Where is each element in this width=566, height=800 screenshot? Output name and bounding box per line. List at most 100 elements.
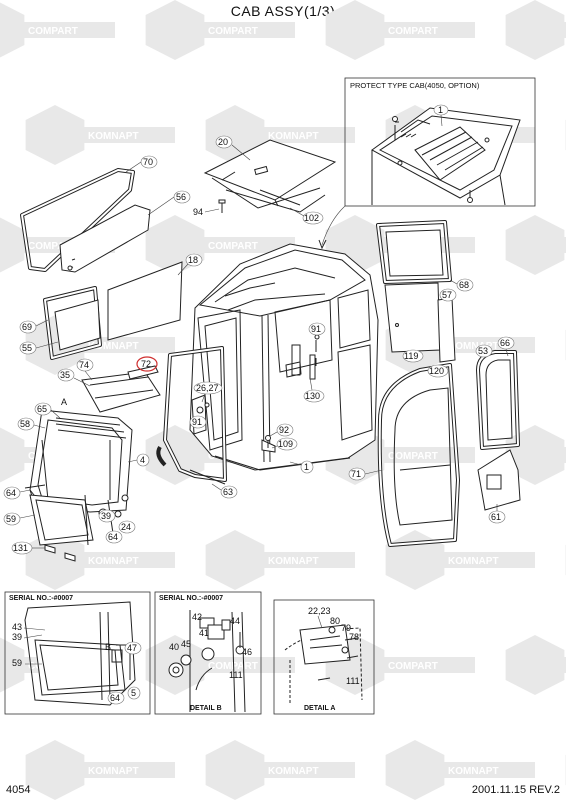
part-label-4: 4 — [140, 455, 145, 465]
page-title: CAB ASSY(1/3) — [230, 3, 336, 19]
serial-detail-box-left: SERIAL NO.:-#0007 43 39 59 B 47 64 5 — [4, 591, 151, 715]
part-label-68: 68 — [459, 280, 469, 290]
detail-label-47: 47 — [127, 643, 137, 653]
detail-label-22-23: 22,23 — [308, 606, 331, 616]
part-label-94: 94 — [193, 207, 203, 217]
part-label-59: 59 — [6, 514, 16, 524]
strip-part-120 — [437, 297, 456, 363]
watermark-tile: COMPART — [505, 425, 566, 485]
part-label-39: 39 — [101, 511, 111, 521]
svg-text:COMPART: COMPART — [208, 661, 258, 672]
detail-label-5: 5 — [131, 688, 136, 698]
svg-text:KOMNAPT: KOMNAPT — [448, 556, 499, 567]
svg-text:COMPART: COMPART — [208, 241, 258, 252]
protect-cab-caption: PROTECT TYPE CAB(4050, OPTION) — [350, 81, 480, 90]
part-72-marker-shape — [127, 365, 159, 380]
part-label-55: 55 — [22, 343, 32, 353]
svg-text:COMPART: COMPART — [388, 661, 438, 672]
part-label-64: 64 — [6, 488, 16, 498]
part-label-57: 57 — [442, 290, 452, 300]
part-label-92: 92 — [279, 425, 289, 435]
part-label-20: 20 — [218, 137, 228, 147]
watermark-tile: COMPART — [505, 0, 566, 60]
cab-frame-part-1 — [189, 243, 379, 471]
part-label-26-27: 26,27 — [196, 383, 219, 393]
part-label-119: 119 — [404, 351, 418, 361]
part-label-71: 71 — [351, 469, 361, 479]
detail-label-42: 42 — [192, 612, 202, 622]
door-part-71 — [377, 363, 460, 547]
detail-a-box: 22,23 80 79 78 111 DETAIL A — [273, 599, 375, 715]
svg-text:KOMNAPT: KOMNAPT — [268, 766, 319, 777]
seal-part-63 — [156, 346, 227, 485]
detail-label-39: 39 — [12, 632, 22, 642]
part-label-66: 66 — [500, 338, 510, 348]
part-label-91b: 91 — [311, 324, 321, 334]
detail-b-caption: DETAIL B — [190, 705, 222, 712]
marker-a: A — [61, 397, 67, 407]
protect-cab-inset: PROTECT TYPE CAB(4050, OPTION) 1 — [344, 77, 536, 207]
detail-label-79: 79 — [341, 623, 351, 633]
watermark-tile: COMPART — [145, 635, 295, 695]
part-label-74: 74 — [79, 360, 89, 370]
part-label-91a: 91 — [192, 417, 202, 427]
detail-label-78: 78 — [349, 632, 359, 642]
glass-part-18 — [107, 261, 183, 341]
watermark-tile: COMPART — [0, 2, 115, 58]
svg-text:COMPART: COMPART — [208, 26, 258, 37]
part-label-109: 109 — [278, 439, 293, 449]
part-label-18: 18 — [188, 255, 198, 265]
svg-text:KOMNAPT: KOMNAPT — [268, 556, 319, 567]
part-label-120: 120 — [429, 366, 444, 376]
part-label-72: 72 — [141, 359, 151, 369]
lower-glass-part-59 — [29, 494, 94, 546]
part-label-35: 35 — [60, 370, 70, 380]
watermark-tile: KOMNAPT — [385, 530, 535, 590]
part-label-130: 130 — [305, 391, 320, 401]
part-label-65: 65 — [37, 404, 47, 414]
watermark-tile: COMPART — [505, 215, 566, 275]
watermark-tile: KOMNAPT — [205, 740, 355, 800]
part-label-64b: 64 — [108, 532, 118, 542]
detail-label-40: 40 — [169, 642, 179, 652]
right-window-part-68 — [376, 220, 452, 284]
svg-text:KOMNAPT: KOMNAPT — [448, 341, 499, 352]
detail-label-80: 80 — [330, 616, 340, 626]
part-label-61: 61 — [491, 512, 501, 522]
part-labels: 70 56 94 20 102 18 69 55 74 — [3, 135, 515, 555]
roof-panel-part-20 — [203, 139, 337, 213]
svg-text:COMPART: COMPART — [28, 26, 78, 37]
svg-text:COMPART: COMPART — [388, 26, 438, 37]
detail-label-45: 45 — [181, 639, 191, 649]
watermark-tile: COMPART — [505, 635, 566, 695]
detail-label-43: 43 — [12, 622, 22, 632]
svg-text:KOMNAPT: KOMNAPT — [88, 131, 139, 142]
window-part-69 — [43, 286, 102, 360]
detail-b-box: SERIAL NO.:-#0007 42 41 44 40 45 46 111 … — [154, 591, 262, 715]
watermark-tile: COMPART — [145, 0, 295, 60]
part-label-63: 63 — [223, 487, 233, 497]
watermark-tile: KOMNAPT — [25, 105, 175, 165]
part-label-70: 70 — [143, 157, 153, 167]
svg-text:KOMNAPT: KOMNAPT — [448, 766, 499, 777]
detail-label-44: 44 — [230, 616, 240, 626]
svg-text:COMPART: COMPART — [388, 451, 438, 462]
serial-caption-left: SERIAL NO.:-#0007 — [9, 595, 73, 602]
watermark-tile: COMPART — [325, 0, 475, 60]
detail-a-caption: DETAIL A — [304, 705, 335, 712]
part-label-24: 24 — [121, 522, 131, 532]
part-label-53: 53 — [478, 346, 488, 356]
detail-label-64: 64 — [110, 693, 120, 703]
part-label-131: 131 — [13, 543, 28, 553]
svg-text:KOMNAPT: KOMNAPT — [268, 131, 319, 142]
part-label-56: 56 — [176, 192, 186, 202]
svg-text:KOMNAPT: KOMNAPT — [88, 556, 139, 567]
watermark-tile: KOMNAPT — [205, 530, 355, 590]
serial-caption-middle: SERIAL NO.:-#0007 — [159, 595, 223, 602]
panel-part-119 — [384, 282, 441, 353]
part-label-1b: 1 — [438, 105, 443, 115]
svg-text:KOMNAPT: KOMNAPT — [88, 766, 139, 777]
watermark-tile: KOMNAPT — [25, 740, 175, 800]
